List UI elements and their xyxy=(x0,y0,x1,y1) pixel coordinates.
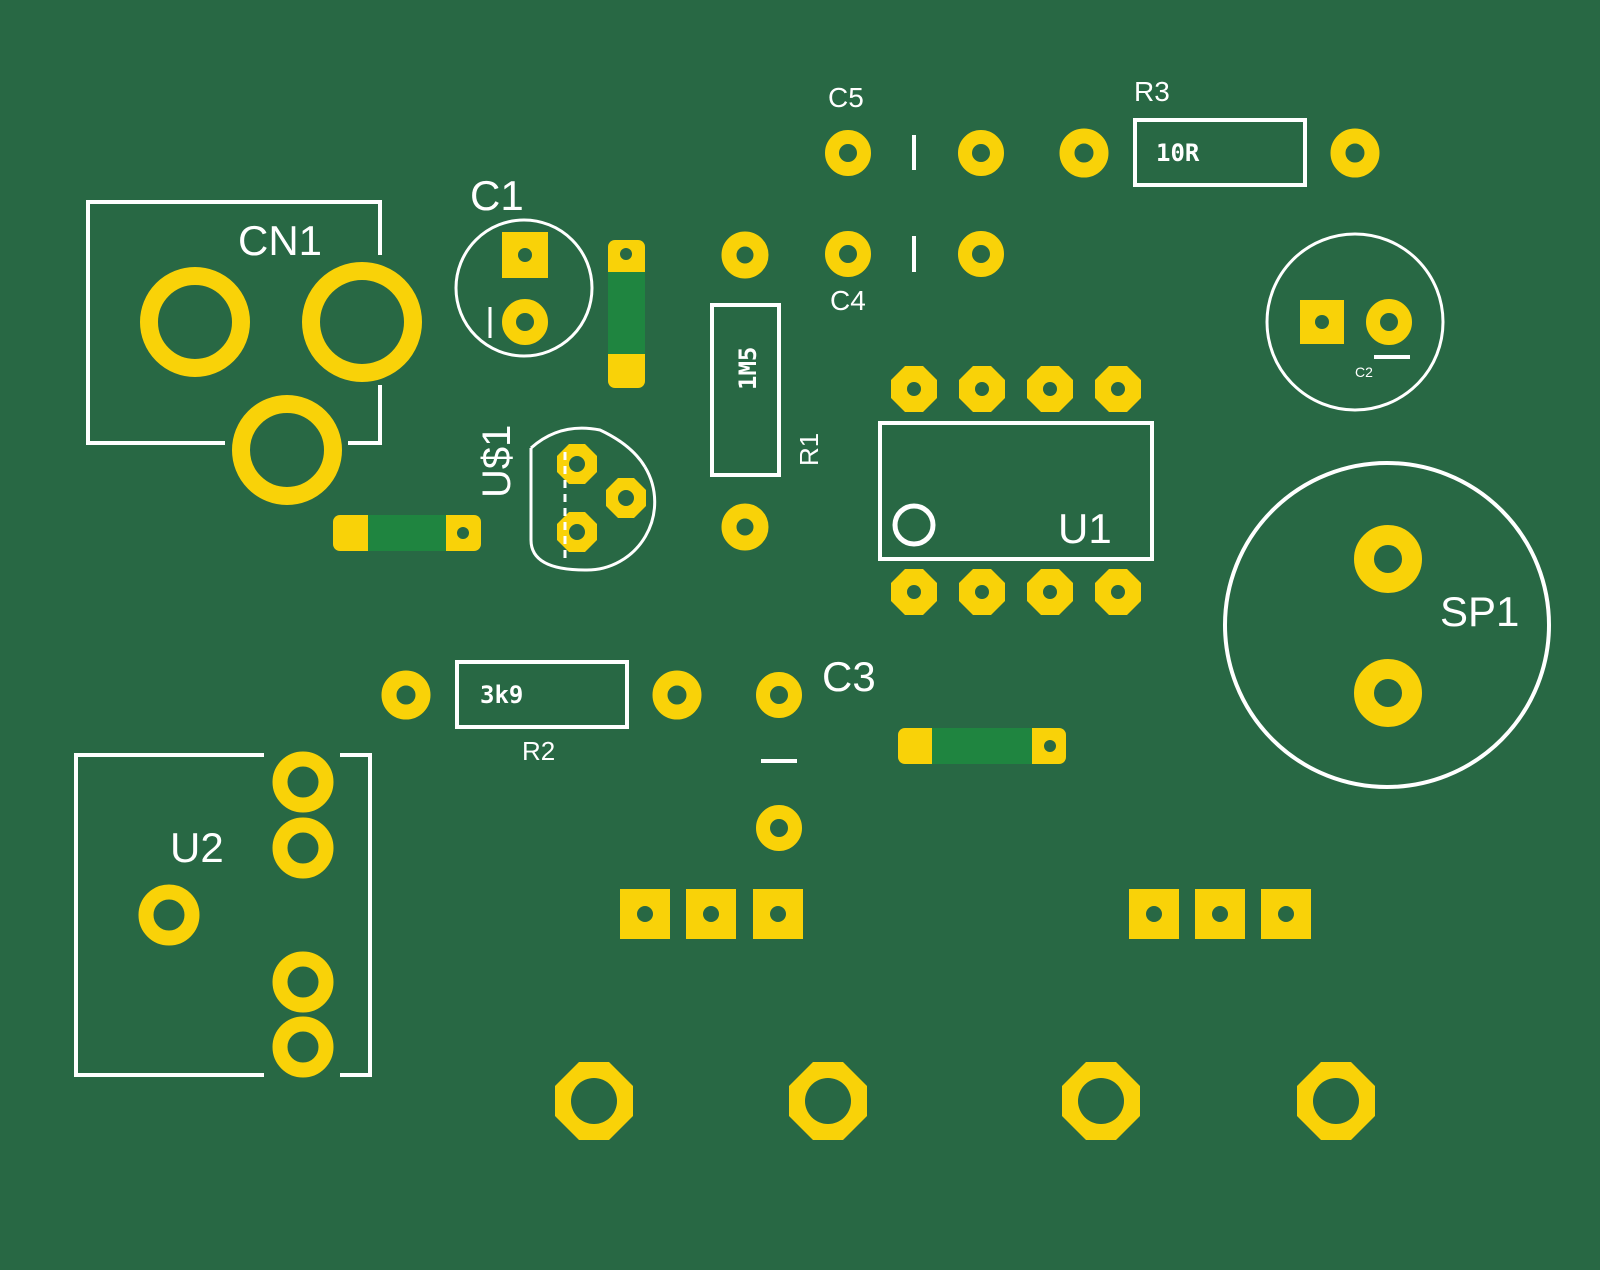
c2-label: C2 xyxy=(1355,364,1373,380)
u1-pins-bottom xyxy=(891,569,1141,615)
u2-pad-1 xyxy=(272,751,334,813)
sp1-pad-1 xyxy=(1354,525,1422,593)
r2-outline xyxy=(455,660,629,729)
c1-outline xyxy=(454,218,594,358)
r3-value: 10R xyxy=(1156,139,1200,167)
u1-ic: U1 xyxy=(878,366,1154,615)
u2-pad-2 xyxy=(272,817,334,879)
smd-resistor-horizontal xyxy=(333,515,481,551)
sp1-label: SP1 xyxy=(1440,588,1519,635)
c5-pad-1 xyxy=(825,130,871,176)
c1-label: C1 xyxy=(470,172,524,219)
u2-pad-center xyxy=(138,884,200,946)
r3-pad-2 xyxy=(1330,128,1380,178)
c3-capacitor: C3 xyxy=(756,653,876,851)
r2-label: R2 xyxy=(522,736,555,766)
r1-pad-2 xyxy=(721,503,769,551)
us1-label: U$1 xyxy=(475,425,519,498)
r1-pad-1 xyxy=(721,231,769,279)
c3-pad-1 xyxy=(756,672,802,718)
r1-outline xyxy=(710,303,781,477)
u2-outline-left xyxy=(74,753,264,1077)
r1-value: 1M5 xyxy=(734,347,762,390)
u2-regulator: U2 xyxy=(74,751,372,1078)
c4-capacitor: C4 xyxy=(825,231,1004,316)
cn1-pad-2 xyxy=(302,262,422,382)
cn1-label: CN1 xyxy=(238,217,322,264)
r1-resistor: 1M5 R1 xyxy=(710,231,824,551)
c4-pad-1 xyxy=(825,231,871,277)
c4-pad-2 xyxy=(958,231,1004,277)
us1-outline xyxy=(529,448,657,572)
r2-pad-1 xyxy=(381,670,431,720)
c2-pad-2 xyxy=(1366,299,1412,345)
r3-label: R3 xyxy=(1134,76,1170,107)
c5-capacitor: C5 xyxy=(825,82,1004,176)
c2-outline xyxy=(1265,232,1445,412)
c2-capacitor: C2 xyxy=(1265,232,1445,412)
c5-label: C5 xyxy=(828,82,864,113)
us1-transistor: U$1 xyxy=(475,425,657,572)
u1-outline xyxy=(878,421,1154,561)
c3-label: C3 xyxy=(822,653,876,700)
cn1-connector: CN1 xyxy=(86,200,422,505)
header-left xyxy=(620,889,803,939)
u1-label: U1 xyxy=(1058,505,1112,552)
cn1-outline-right xyxy=(348,385,382,445)
c3-pad-2 xyxy=(756,805,802,851)
mounting-holes xyxy=(555,1062,1375,1140)
r3-resistor: R3 10R xyxy=(1059,76,1380,187)
c1-capacitor: C1 xyxy=(454,172,594,358)
r2-value: 3k9 xyxy=(480,681,523,709)
u2-pad-3 xyxy=(272,951,334,1013)
cn1-pad-3 xyxy=(232,395,342,505)
smd-resistor-c3 xyxy=(898,728,1066,764)
u2-label: U2 xyxy=(170,824,224,871)
c4-label: C4 xyxy=(830,285,866,316)
r2-resistor: 3k9 R2 xyxy=(381,660,702,766)
u2-pad-4 xyxy=(272,1016,334,1078)
r1-label: R1 xyxy=(794,433,824,466)
sp1-pad-2 xyxy=(1354,659,1422,727)
r2-pad-2 xyxy=(652,670,702,720)
smd-resistor-vertical xyxy=(608,240,645,388)
u1-pin1-marker xyxy=(892,503,936,547)
cn1-outline xyxy=(86,200,382,445)
r3-pad-1 xyxy=(1059,128,1109,178)
r3-outline xyxy=(1133,118,1307,187)
sp1-speaker: SP1 xyxy=(1223,461,1551,789)
u1-pins-top xyxy=(891,366,1141,412)
c5-pad-2 xyxy=(958,130,1004,176)
u2-outline-right xyxy=(340,753,372,1077)
header-right xyxy=(1129,889,1311,939)
cn1-pad-1 xyxy=(140,267,250,377)
c1-pad-2 xyxy=(502,299,548,345)
sp1-outline xyxy=(1223,461,1551,789)
